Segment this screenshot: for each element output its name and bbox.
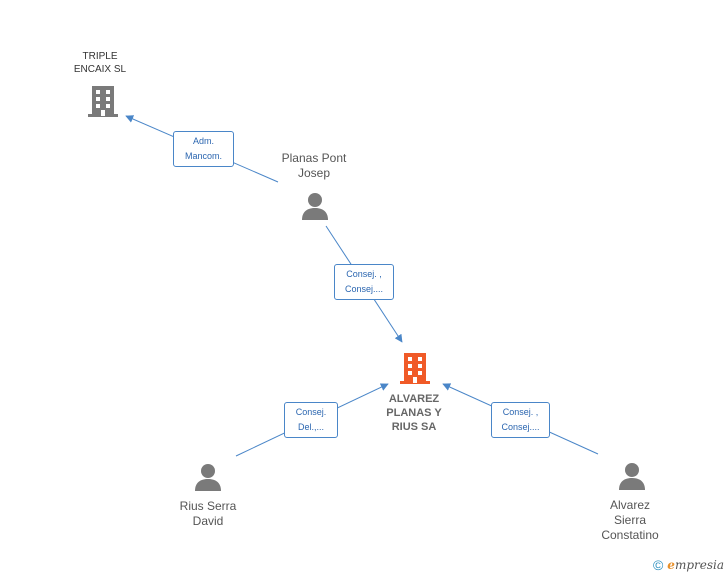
building-icon[interactable]: [398, 351, 432, 385]
building-icon[interactable]: [86, 84, 120, 118]
edge-label-rius-alvarez[interactable]: Consej. Del.,...: [284, 402, 338, 438]
brand-logo[interactable]: empresia: [667, 558, 724, 572]
node-label-alvarez-person: Alvarez Sierra Constatino: [601, 498, 659, 542]
node-label-rius: Rius Serra David: [179, 499, 237, 528]
node-label-triple: TRIPLE ENCAIX SL: [73, 51, 127, 75]
copyright-icon: ©: [652, 557, 664, 573]
brand-footer: © empresia: [653, 557, 724, 573]
person-icon[interactable]: [300, 191, 330, 221]
node-label-alvarez-company: ALVAREZ PLANAS Y RIUS SA: [386, 393, 442, 433]
edge-label-alvarezp-alvarez[interactable]: Consej. , Consej....: [491, 402, 550, 438]
node-label-planas: Planas Pont Josep: [281, 151, 347, 180]
edge-label-planas-triple[interactable]: Adm. Mancom.: [173, 131, 234, 167]
person-icon[interactable]: [193, 462, 223, 492]
edge-label-planas-alvarez[interactable]: Consej. , Consej....: [334, 264, 394, 300]
person-icon[interactable]: [617, 461, 647, 491]
